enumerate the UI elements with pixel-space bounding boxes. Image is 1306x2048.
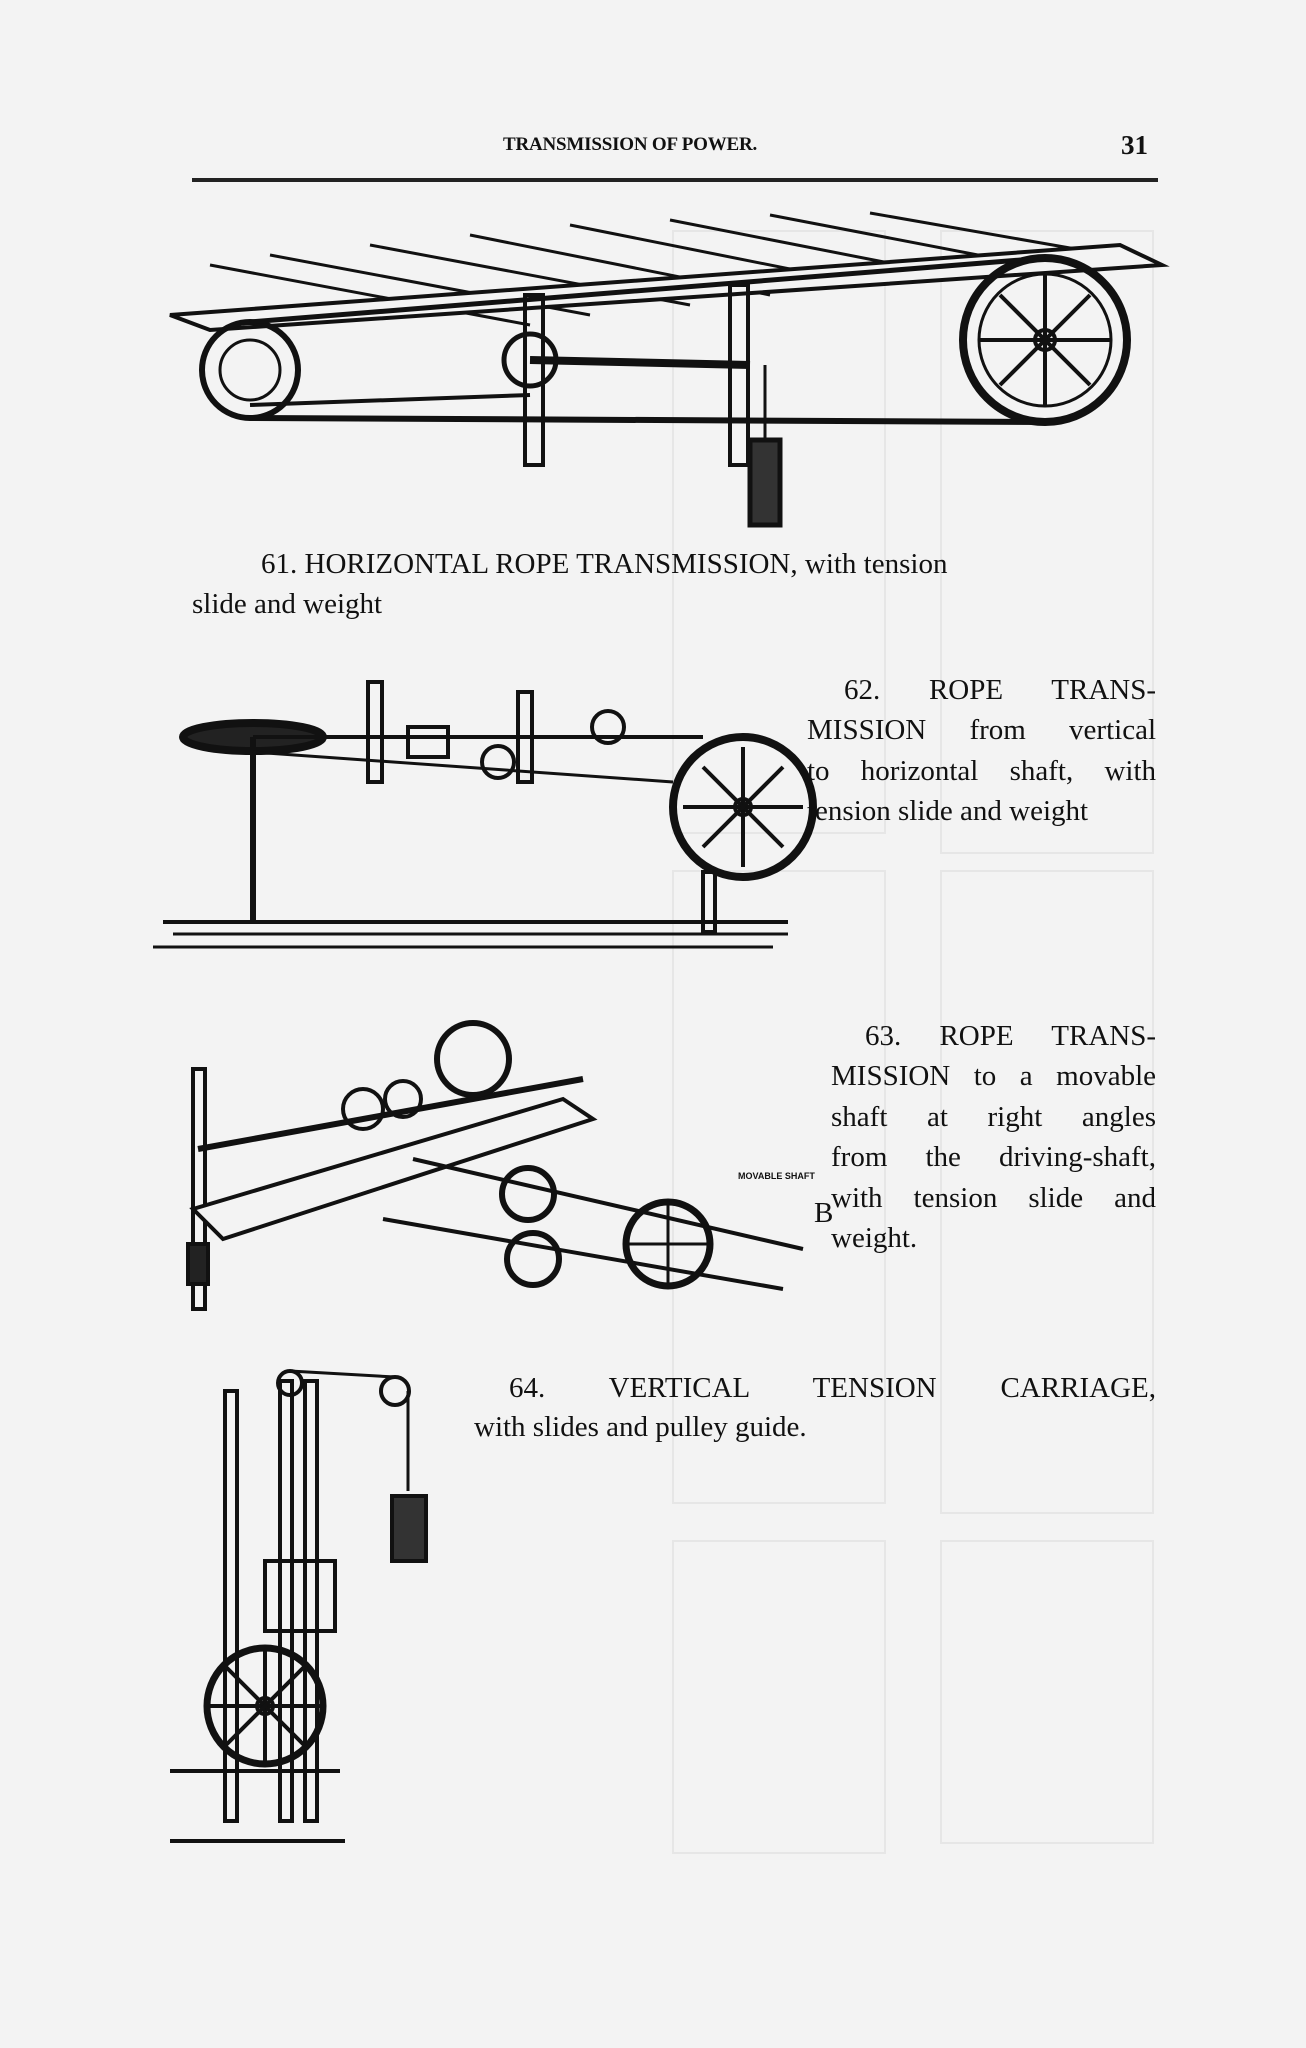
caption-63-line-3: shaft at right angles <box>831 1101 1156 1133</box>
caption-62-line-4: tension slide and weight <box>807 795 1089 827</box>
running-title: TRANSMISSION OF POWER. <box>503 134 758 155</box>
bleed-through <box>940 870 1154 1514</box>
caption-62-line-3: to horizontal shaft, with <box>807 755 1156 787</box>
stray-letter-b: B <box>814 1197 834 1229</box>
bleed-through <box>940 1540 1154 1844</box>
caption-64-line-2: with slides and pulley guide. <box>474 1411 807 1443</box>
caption-63-line-1: 63. ROPE TRANS- <box>865 1020 1156 1052</box>
caption-63-line-5: with tension slide and <box>831 1182 1156 1214</box>
caption-64-line-1: 64. VERTICAL TENSION CARRIAGE, <box>509 1372 1156 1404</box>
movable-shaft-label: MOVABLE SHAFT <box>738 1171 815 1181</box>
caption-61-line-1: 61. HORIZONTAL ROPE TRANSMISSION, with t… <box>261 548 948 580</box>
bleed-through <box>672 230 886 834</box>
caption-61-line-2: slide and weight <box>192 588 383 620</box>
figure-63-illustration: MOVABLE SHAFT <box>186 1020 815 1311</box>
figure-64-illustration <box>170 1369 428 1843</box>
page-number: 31 <box>1121 130 1148 160</box>
bleed-through <box>940 230 1154 854</box>
bleed-through <box>672 1540 886 1854</box>
figure-62-illustration <box>153 680 817 949</box>
header-rule <box>192 178 1158 182</box>
caption-62-line-1: 62. ROPE TRANS- <box>844 674 1156 706</box>
caption-62-line-2: MISSION from vertical <box>807 714 1156 746</box>
caption-63-line-6: weight. <box>831 1222 918 1254</box>
caption-63-line-4: from the driving-shaft, <box>831 1141 1156 1173</box>
caption-63-line-2: MISSION to a movable <box>831 1060 1156 1092</box>
figure-61-illustration <box>169 211 1170 528</box>
